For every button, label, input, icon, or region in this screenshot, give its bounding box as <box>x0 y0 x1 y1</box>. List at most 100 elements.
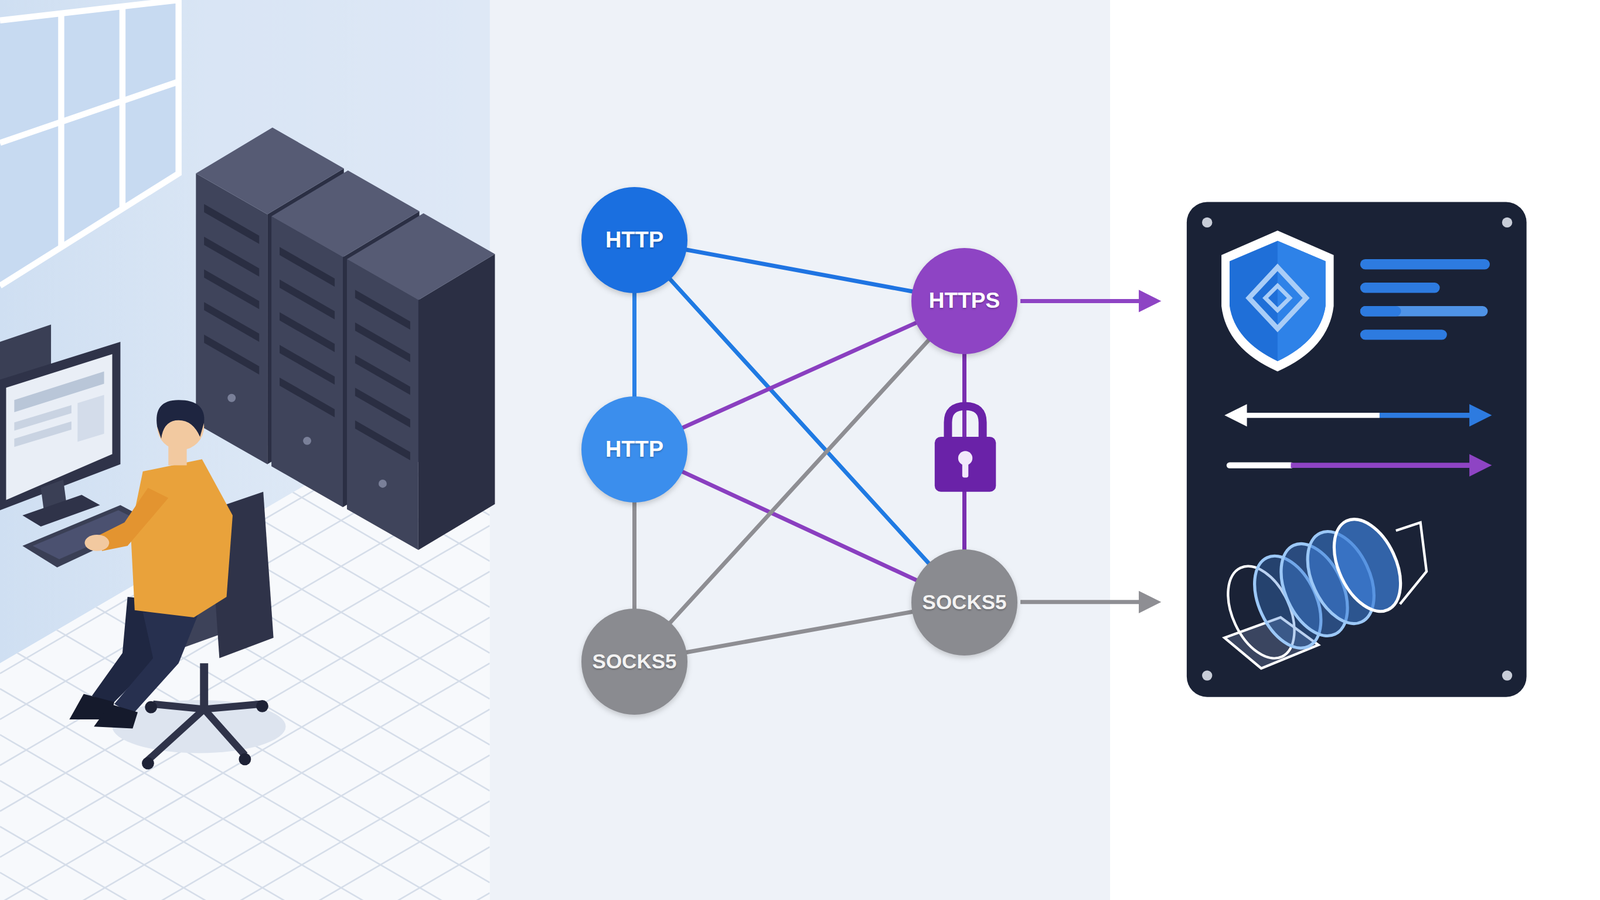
exchange-arrow <box>1236 412 1380 418</box>
person-torso <box>130 458 233 618</box>
floor-line <box>0 800 490 900</box>
node-label-group: SOCKS5 <box>581 608 688 715</box>
shield-outline <box>1221 230 1334 371</box>
server-racks <box>195 127 495 551</box>
person-hand <box>84 534 110 551</box>
protocol-node: HTTPS <box>911 247 1018 354</box>
server-rack <box>346 213 495 550</box>
office-scene <box>0 0 495 900</box>
exchange-arrow <box>1379 412 1475 418</box>
screen-line <box>14 421 72 448</box>
floor-line <box>0 734 490 900</box>
chair-leg <box>203 703 261 710</box>
node-label-group: HTTP <box>581 186 688 294</box>
floor-tiles <box>0 0 490 900</box>
status-bar <box>1360 259 1490 270</box>
node-label: HTTP <box>605 437 664 462</box>
rack-vent <box>355 322 411 363</box>
connector-line <box>686 249 912 292</box>
protocol-node: SOCKS5 <box>911 549 1018 656</box>
floor-line <box>0 0 490 10</box>
node-label: SOCKS5 <box>922 590 1007 614</box>
node-circle <box>581 396 688 503</box>
node-label-group: HTTPS <box>911 247 1018 354</box>
padlock-body <box>934 436 996 492</box>
connector-line <box>682 471 917 581</box>
protocol-node: HTTP <box>581 186 688 294</box>
rack-vent <box>203 301 260 342</box>
rack-front <box>346 259 419 550</box>
arrow-head <box>1138 590 1162 614</box>
right-panel <box>1110 0 1600 900</box>
node-label: HTTP <box>605 227 664 253</box>
tunnel-ring <box>1321 508 1415 622</box>
protocol-node: HTTP <box>581 396 688 503</box>
panel-board <box>1186 202 1527 697</box>
monitor <box>0 324 121 527</box>
rack-vent <box>279 312 335 353</box>
padlock-shackle <box>947 406 983 439</box>
person-shoe <box>93 703 138 729</box>
floor-line <box>0 688 490 900</box>
floor-line <box>0 617 490 900</box>
rack-front <box>195 173 268 465</box>
panel-screw <box>1202 669 1213 680</box>
output-arrow <box>1020 298 1143 304</box>
monitor-screen <box>5 353 112 500</box>
rack-vent <box>203 269 260 309</box>
person-hair <box>156 399 204 439</box>
transfer-arrow <box>1290 462 1474 468</box>
security-panel <box>1186 202 1527 697</box>
floor-line <box>0 872 490 900</box>
panel-screw <box>1502 217 1513 228</box>
panel-screw <box>1202 217 1213 228</box>
connector-line <box>670 339 929 622</box>
floor-line <box>0 662 490 900</box>
shield-logo <box>1248 267 1307 329</box>
connector-line <box>632 293 637 397</box>
panel-screw <box>1502 669 1513 680</box>
rack-light <box>227 393 236 403</box>
arrow-head <box>1469 453 1492 476</box>
connector-line <box>669 278 929 563</box>
padlock-icon <box>934 406 996 492</box>
person <box>69 399 233 728</box>
chair-wheel <box>256 699 269 713</box>
wall <box>0 0 490 663</box>
status-bar <box>1360 282 1440 293</box>
floor-line <box>0 642 490 900</box>
rack-vent <box>355 420 411 461</box>
shield-icon <box>1221 230 1334 371</box>
floor-line <box>0 892 490 900</box>
rack-vent <box>203 203 260 244</box>
shield-logo <box>1265 285 1290 311</box>
window-mullion <box>119 5 126 209</box>
chair-leg <box>152 703 204 710</box>
window-glass <box>0 0 179 286</box>
shield-body <box>1229 240 1326 362</box>
rack-vent <box>279 344 335 385</box>
rack-side <box>418 253 496 550</box>
floor-line <box>0 846 490 900</box>
arrow-head <box>1469 403 1492 427</box>
node-circle <box>581 608 688 715</box>
rack-light <box>303 436 312 445</box>
chair-leg <box>147 709 204 761</box>
rack-vent <box>355 387 411 428</box>
status-bar <box>1360 329 1448 340</box>
node-label: SOCKS5 <box>592 649 677 673</box>
connector-line <box>962 353 967 550</box>
node-circle <box>911 247 1018 354</box>
chair-wheel <box>141 756 155 769</box>
rack-vent <box>279 377 335 418</box>
screen-block <box>77 395 104 442</box>
chair-pole <box>199 662 209 709</box>
output-arrow <box>1020 599 1143 604</box>
floor-line <box>0 780 490 900</box>
window-mullion <box>0 81 179 143</box>
rack-front <box>271 216 343 507</box>
node-circle <box>911 549 1018 656</box>
